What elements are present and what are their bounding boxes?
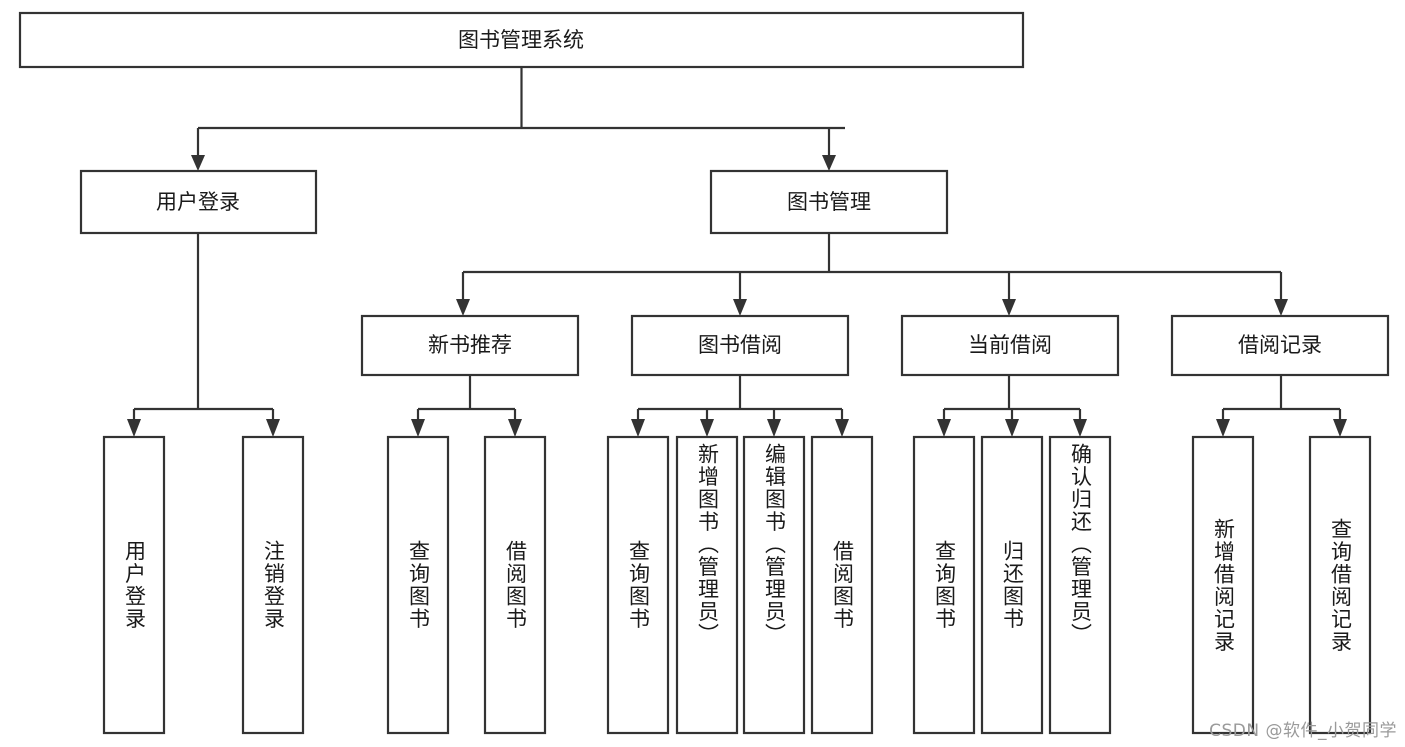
leaf-box-book-borrow-3[interactable] bbox=[810, 435, 874, 735]
node-new-book-box[interactable] bbox=[360, 314, 580, 377]
arrowhead-leaf-user-login-1 bbox=[266, 419, 280, 437]
leaf-box-borrow-record-1[interactable] bbox=[1308, 435, 1372, 735]
node-current-borrow-box[interactable] bbox=[900, 314, 1120, 377]
node-borrow-record-label: 借阅记录 bbox=[1238, 333, 1322, 357]
arrowhead-leaf-current-borrow-0 bbox=[937, 419, 951, 437]
arrowhead-leaf-user-login-0 bbox=[127, 419, 141, 437]
node-book-manage-label: 图书管理 bbox=[787, 190, 871, 214]
leaf-box-current-borrow-0[interactable] bbox=[912, 435, 976, 735]
leaf-box-book-borrow-1[interactable] bbox=[675, 435, 739, 735]
arrowhead-leaf-borrow-record-0 bbox=[1216, 419, 1230, 437]
leaf-box-book-borrow-2[interactable] bbox=[742, 435, 806, 735]
node-current-borrow-label: 当前借阅 bbox=[968, 333, 1052, 357]
node-user-login-box[interactable] bbox=[79, 169, 318, 235]
arrowhead-leaf-book-borrow-3 bbox=[835, 419, 849, 437]
arrowhead-user-login bbox=[191, 155, 205, 171]
csdn-watermark: CSDN @软件_小贺同学 bbox=[1209, 721, 1397, 741]
arrowhead-leaf-borrow-record-1 bbox=[1333, 419, 1347, 437]
arrowhead-leaf-book-borrow-1 bbox=[700, 419, 714, 437]
leaf-box-new-book-0[interactable] bbox=[386, 435, 450, 735]
arrowhead-borrow-record bbox=[1274, 299, 1288, 316]
leaf-box-current-borrow-2[interactable] bbox=[1048, 435, 1112, 735]
arrowhead-leaf-new-book-1 bbox=[508, 419, 522, 437]
leaf-box-book-borrow-0[interactable] bbox=[606, 435, 670, 735]
arrowhead-new-book bbox=[456, 299, 470, 316]
arrowhead-leaf-new-book-0 bbox=[411, 419, 425, 437]
arrowhead-leaf-current-borrow-2 bbox=[1073, 419, 1087, 437]
node-new-book-label: 新书推荐 bbox=[428, 333, 512, 357]
node-user-login-label: 用户登录 bbox=[156, 190, 240, 214]
leaf-box-user-login-0[interactable] bbox=[102, 435, 166, 735]
leaf-box-borrow-record-0[interactable] bbox=[1191, 435, 1255, 735]
arrowhead-book-borrow bbox=[733, 299, 747, 316]
arrowhead-current-borrow bbox=[1002, 299, 1016, 316]
arrowhead-book-manage bbox=[822, 155, 836, 171]
node-root-label: 图书管理系统 bbox=[458, 28, 584, 52]
arrowhead-leaf-book-borrow-0 bbox=[631, 419, 645, 437]
arrowhead-leaf-current-borrow-1 bbox=[1005, 419, 1019, 437]
leaf-box-user-login-1[interactable] bbox=[241, 435, 305, 735]
leaf-box-current-borrow-1[interactable] bbox=[980, 435, 1044, 735]
node-book-borrow-label: 图书借阅 bbox=[698, 333, 782, 357]
node-root-box[interactable] bbox=[18, 11, 1025, 69]
leaf-box-new-book-1[interactable] bbox=[483, 435, 547, 735]
arrowhead-leaf-book-borrow-2 bbox=[767, 419, 781, 437]
